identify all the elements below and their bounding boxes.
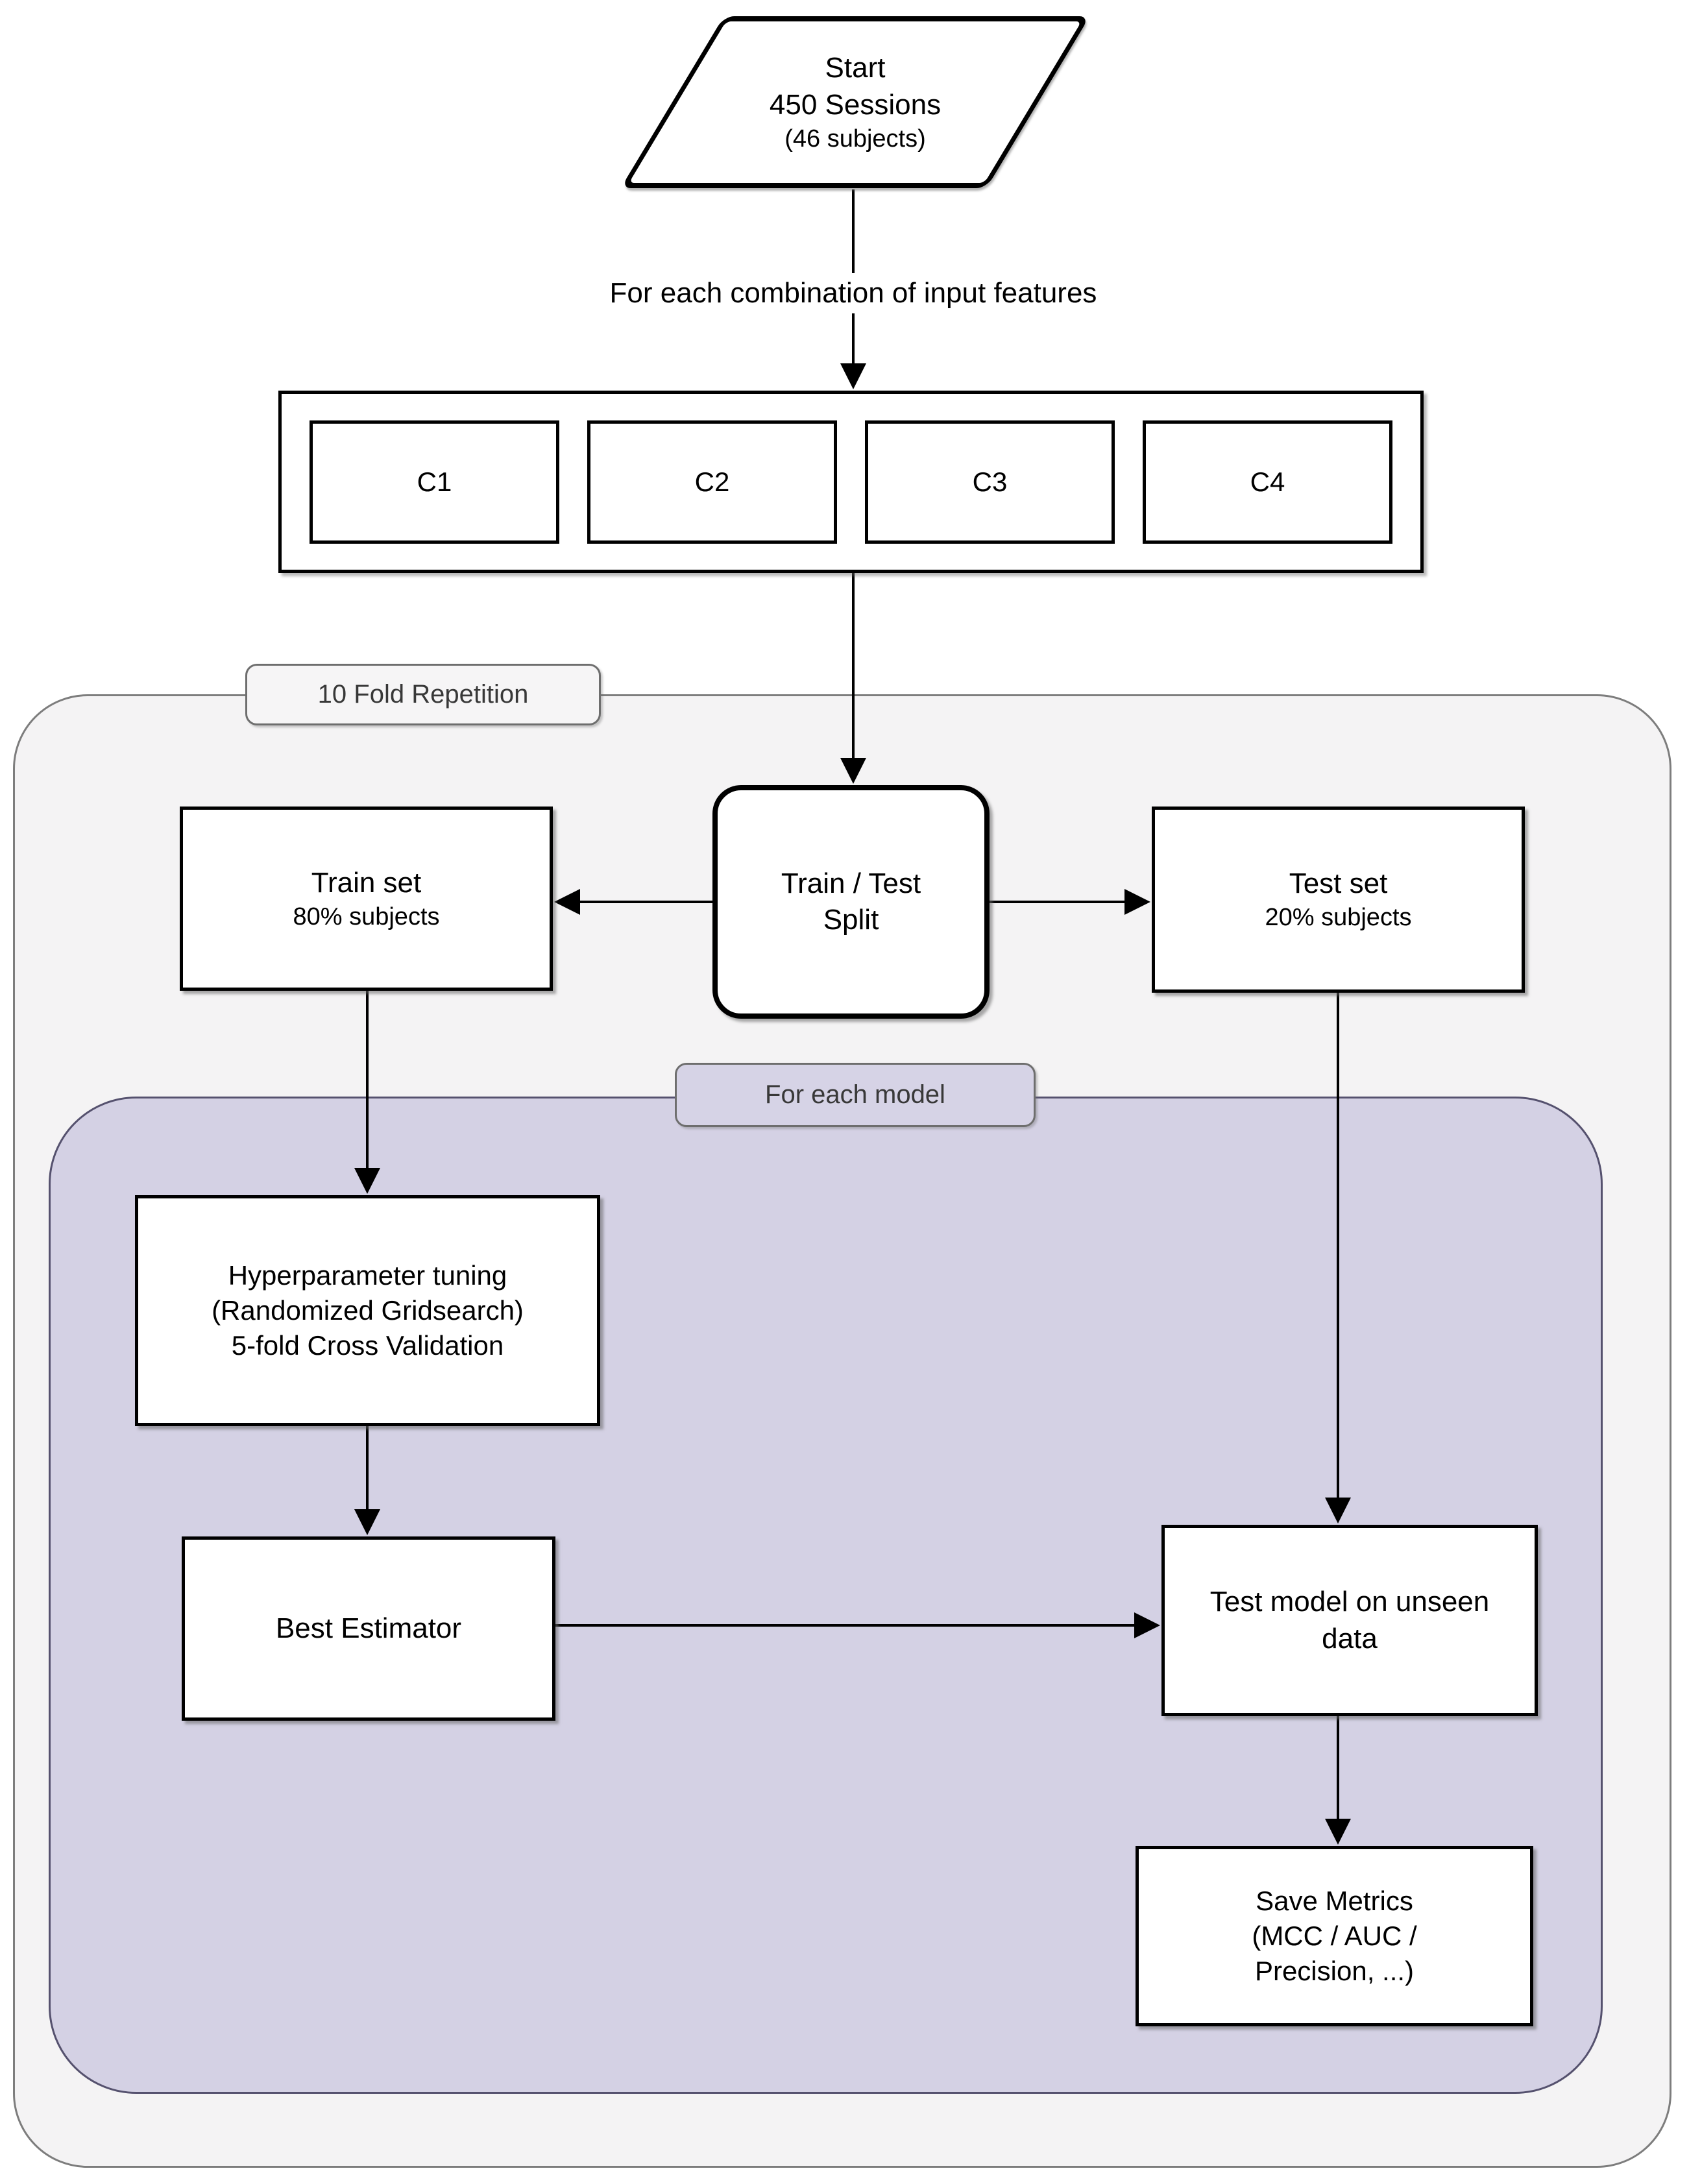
feature-combinations-container: C1 C2 C3 C4 (278, 391, 1424, 573)
train-set-subtitle: 80% subjects (293, 903, 440, 930)
start-subjects-count: (46 subjects) (784, 125, 926, 152)
test-model-line1: Test model on unseen (1209, 1586, 1490, 1618)
train-set-title: Train set (311, 866, 422, 899)
test-model-node: Test model on unseen data (1161, 1525, 1538, 1716)
train-test-split-node: Train / Test Split (712, 785, 990, 1019)
combination-c1-box: C1 (310, 420, 559, 544)
test-model-line2: data (1322, 1622, 1378, 1655)
save-metrics-line1: Save Metrics (1256, 1886, 1413, 1917)
train-set-node: Train set 80% subjects (180, 807, 553, 991)
hyperparameter-line3: 5-fold Cross Validation (231, 1329, 504, 1361)
save-metrics-node: Save Metrics (MCC / AUC / Precision, ...… (1136, 1846, 1533, 2026)
for-each-model-badge: For each model (675, 1063, 1036, 1127)
save-metrics-line2: (MCC / AUC / (1252, 1921, 1417, 1952)
start-sessions-count: 450 Sessions (769, 88, 942, 121)
combination-c3-box: C3 (865, 420, 1115, 544)
test-set-node: Test set 20% subjects (1152, 807, 1525, 993)
test-set-title: Test set (1289, 868, 1388, 900)
hyperparameter-line1: Hyperparameter tuning (228, 1260, 507, 1291)
edge-label-input-feature-combinations: For each combination of input features (533, 273, 1173, 313)
split-label-line1: Train / Test (781, 867, 921, 899)
best-estimator-node: Best Estimator (182, 1536, 555, 1721)
ten-fold-repetition-badge: 10 Fold Repetition (245, 664, 601, 725)
hyperparameter-tuning-node: Hyperparameter tuning (Randomized Gridse… (135, 1195, 600, 1426)
best-estimator-title: Best Estimator (275, 1612, 462, 1644)
start-node: Start 450 Sessions (46 subjects) (672, 16, 1038, 188)
save-metrics-line3: Precision, ...) (1254, 1955, 1415, 1986)
combination-c4-box: C4 (1143, 420, 1392, 544)
split-label-line2: Split (823, 904, 879, 936)
start-title: Start (825, 51, 886, 84)
combination-c2-box: C2 (587, 420, 837, 544)
hyperparameter-line2: (Randomized Gridsearch) (212, 1295, 524, 1326)
test-set-subtitle: 20% subjects (1265, 904, 1412, 932)
